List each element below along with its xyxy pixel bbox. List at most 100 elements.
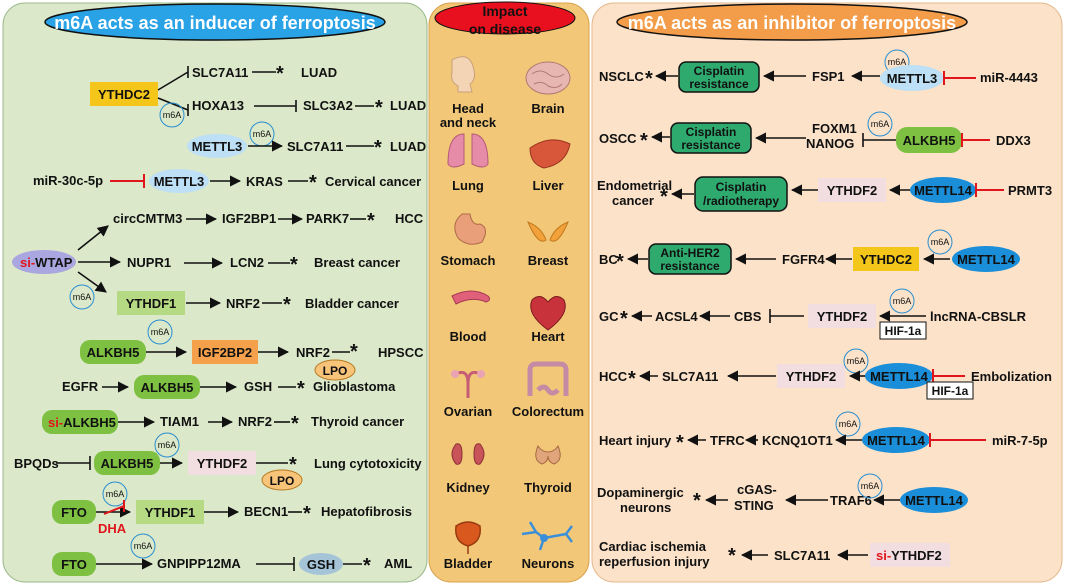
node-label: /radiotherapy: [703, 194, 779, 208]
node-label: METTL14: [914, 183, 973, 198]
node-label: STING: [734, 498, 774, 513]
node-label: m6A: [134, 541, 153, 551]
node-label: KRAS: [246, 174, 283, 189]
node-shape: [648, 243, 732, 275]
organ-breast: Breast: [527, 221, 569, 268]
node-label: lncRNA-CBSLR: [930, 309, 1027, 324]
m6a-badge: [154, 432, 180, 458]
node-label: Endometrial: [597, 178, 672, 193]
node-label: ALKBH5: [63, 415, 116, 430]
node-shape: [777, 364, 845, 388]
left-panel: [2, 2, 428, 583]
organ-stomach: Stomach: [441, 213, 496, 268]
organ-ovarian: Ovarian: [444, 370, 492, 419]
node-shape: [910, 177, 976, 203]
m6a-badge: [147, 319, 173, 345]
organ-lung: Lung: [447, 133, 489, 193]
node-label: Glioblastoma: [313, 379, 396, 394]
node-label: ALKBH5: [101, 456, 154, 471]
node-label: Lung: [452, 178, 484, 193]
node-shape: [670, 122, 752, 154]
stomach-icon: [454, 213, 486, 245]
m6a-badge: [540, 534, 548, 542]
node-shape: [299, 553, 343, 575]
node-label: LUAD: [390, 98, 426, 113]
node-label: *: [290, 254, 298, 276]
node-label: *: [375, 97, 383, 119]
left-title: m6A acts as an inducer of ferroptosis: [54, 13, 375, 33]
node-label: Heart: [531, 329, 565, 344]
node-label: m6A: [861, 481, 880, 491]
node-label: PARK7: [306, 211, 349, 226]
thyroid-icon: [535, 444, 561, 465]
node-label: EGFR: [62, 379, 99, 394]
node-label: GSH: [307, 557, 335, 572]
node-shape: [900, 487, 968, 513]
node-label: METTL3: [192, 139, 243, 154]
node-label: *: [693, 490, 701, 512]
node-shape: [808, 304, 876, 328]
node-label: YTHDF2: [817, 309, 868, 324]
m6a-badge: [927, 229, 953, 255]
node-shape: [880, 65, 944, 91]
node-label: YTHDF2: [786, 369, 837, 384]
node-label: YTHDF2: [891, 548, 942, 563]
node-label: m6A: [163, 110, 182, 120]
node-label: m6A: [106, 489, 125, 499]
node-shape: [42, 410, 118, 434]
node-label: NSCLC: [599, 69, 644, 84]
brain-icon: [525, 61, 571, 95]
node-label: m6A: [847, 356, 866, 366]
m6a-badge: [130, 533, 156, 559]
node-label: NRF2: [226, 296, 260, 311]
node-label: m6A: [73, 292, 92, 302]
node-shape: [896, 127, 962, 153]
node-label: HIF-1a: [885, 324, 922, 338]
organ-heart: Heart: [530, 296, 566, 344]
organ-neurons: Neurons: [521, 521, 574, 571]
head-and-neck-icon: [451, 56, 475, 93]
node-label: Stomach: [441, 253, 496, 268]
node-label: m6A: [893, 296, 912, 306]
middle-title-line2: on disease: [469, 21, 542, 37]
node-label: Ovarian: [444, 404, 492, 419]
node-label: HPSCC: [378, 345, 424, 360]
node-label: LPO: [323, 364, 348, 378]
node-shape: [149, 169, 209, 193]
node-label: Kidney: [446, 480, 490, 495]
node-label: TIAM1: [160, 414, 199, 429]
node-label: *: [628, 368, 636, 390]
node-label: YTHDF2: [827, 183, 878, 198]
node-label: *: [303, 503, 311, 525]
node-shape: [952, 246, 1020, 272]
node-label: *: [289, 454, 297, 476]
heart-icon: [530, 296, 566, 331]
node-label: Bladder: [444, 556, 492, 571]
colon-icon: [527, 361, 569, 396]
liver-icon: [529, 139, 571, 169]
node-label: DDX3: [996, 133, 1031, 148]
node-label: SLC7A11: [287, 139, 343, 154]
node-label: Embolization: [971, 369, 1052, 384]
node-label: *: [291, 413, 299, 435]
node-label: SLC7A11: [192, 65, 248, 80]
node-label: Cervical cancer: [325, 174, 421, 189]
ythdc2-box: [90, 82, 158, 106]
lung-icon: [447, 133, 489, 168]
node-label: Brain: [531, 101, 564, 116]
m6a-badge: [889, 288, 915, 314]
node-label: Colorectum: [512, 404, 584, 419]
node-shape: [187, 134, 247, 158]
node-label: PRMT3: [1008, 183, 1052, 198]
neuron-icon: [521, 521, 573, 551]
node-label: KCNQ1OT1: [762, 433, 833, 448]
node-label: BPQDs: [14, 456, 59, 471]
node-label: *: [660, 186, 668, 208]
node-label: LPO: [270, 474, 295, 488]
node-label: FGFR4: [782, 252, 825, 267]
node-label: WTAP: [35, 255, 73, 270]
organ-kidney: Kidney: [446, 443, 490, 495]
node-shape: [52, 552, 96, 576]
